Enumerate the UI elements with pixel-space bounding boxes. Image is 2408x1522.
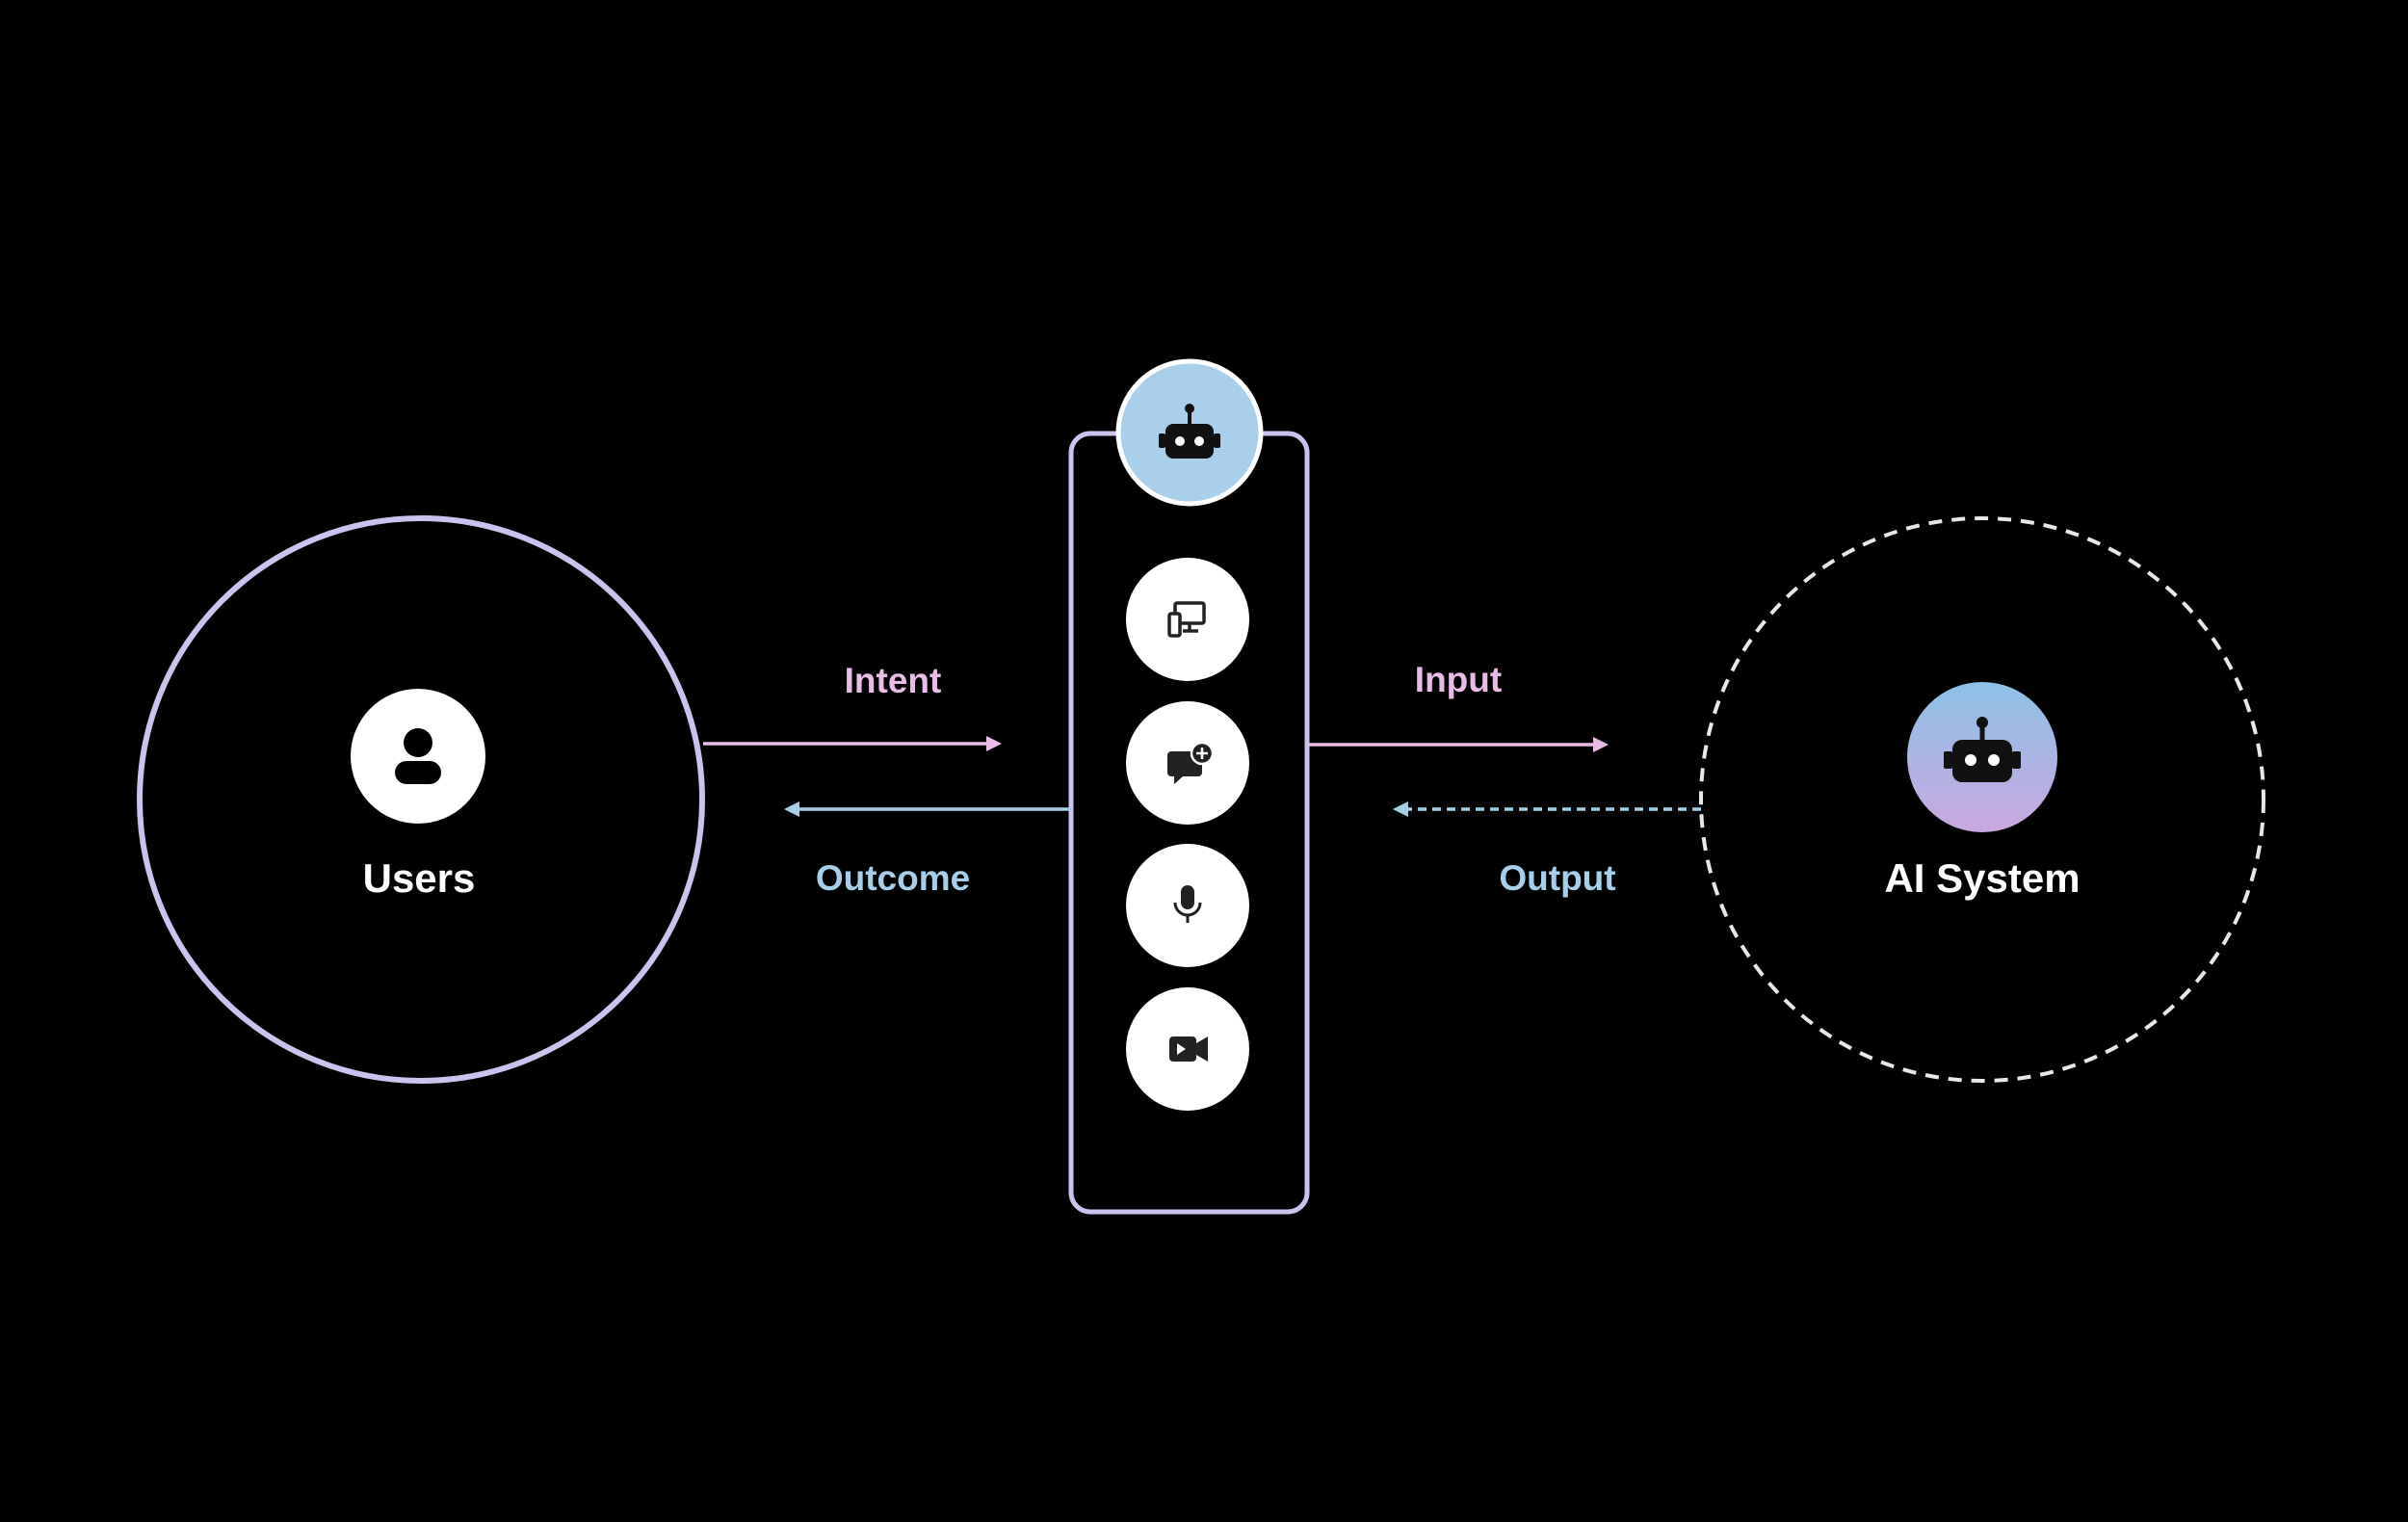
users-label: Users — [362, 855, 476, 901]
ai-robot-badge — [1907, 682, 2057, 832]
ai-system-node — [1699, 516, 2265, 1083]
robot-icon — [1944, 717, 2021, 782]
channel-voice[interactable] — [1126, 844, 1249, 967]
input-arrow — [1307, 737, 1609, 752]
devices-icon — [1167, 601, 1206, 638]
intent-arrow — [703, 736, 1002, 751]
output-label: Output — [1499, 858, 1616, 898]
microphone-icon — [1173, 885, 1202, 923]
interface-robot-badge — [1115, 358, 1264, 507]
users-node — [137, 515, 705, 1084]
outcome-label: Outcome — [815, 858, 971, 898]
channel-devices[interactable] — [1126, 558, 1249, 681]
ai-system-dashed-circle — [1699, 516, 2265, 1083]
channel-video[interactable] — [1126, 987, 1249, 1111]
user-icon — [351, 689, 485, 824]
users-circle — [137, 515, 705, 1084]
outcome-arrow — [784, 801, 1071, 817]
intent-label: Intent — [844, 661, 942, 700]
output-arrow — [1393, 801, 1701, 817]
input-label: Input — [1414, 660, 1503, 699]
video-icon — [1169, 1037, 1208, 1062]
chat-add-icon — [1167, 741, 1215, 784]
robot-icon — [1159, 404, 1220, 459]
channel-chat[interactable] — [1126, 701, 1249, 825]
interface-panel — [1068, 358, 1310, 1215]
ai-system-label: AI System — [1884, 855, 2081, 901]
